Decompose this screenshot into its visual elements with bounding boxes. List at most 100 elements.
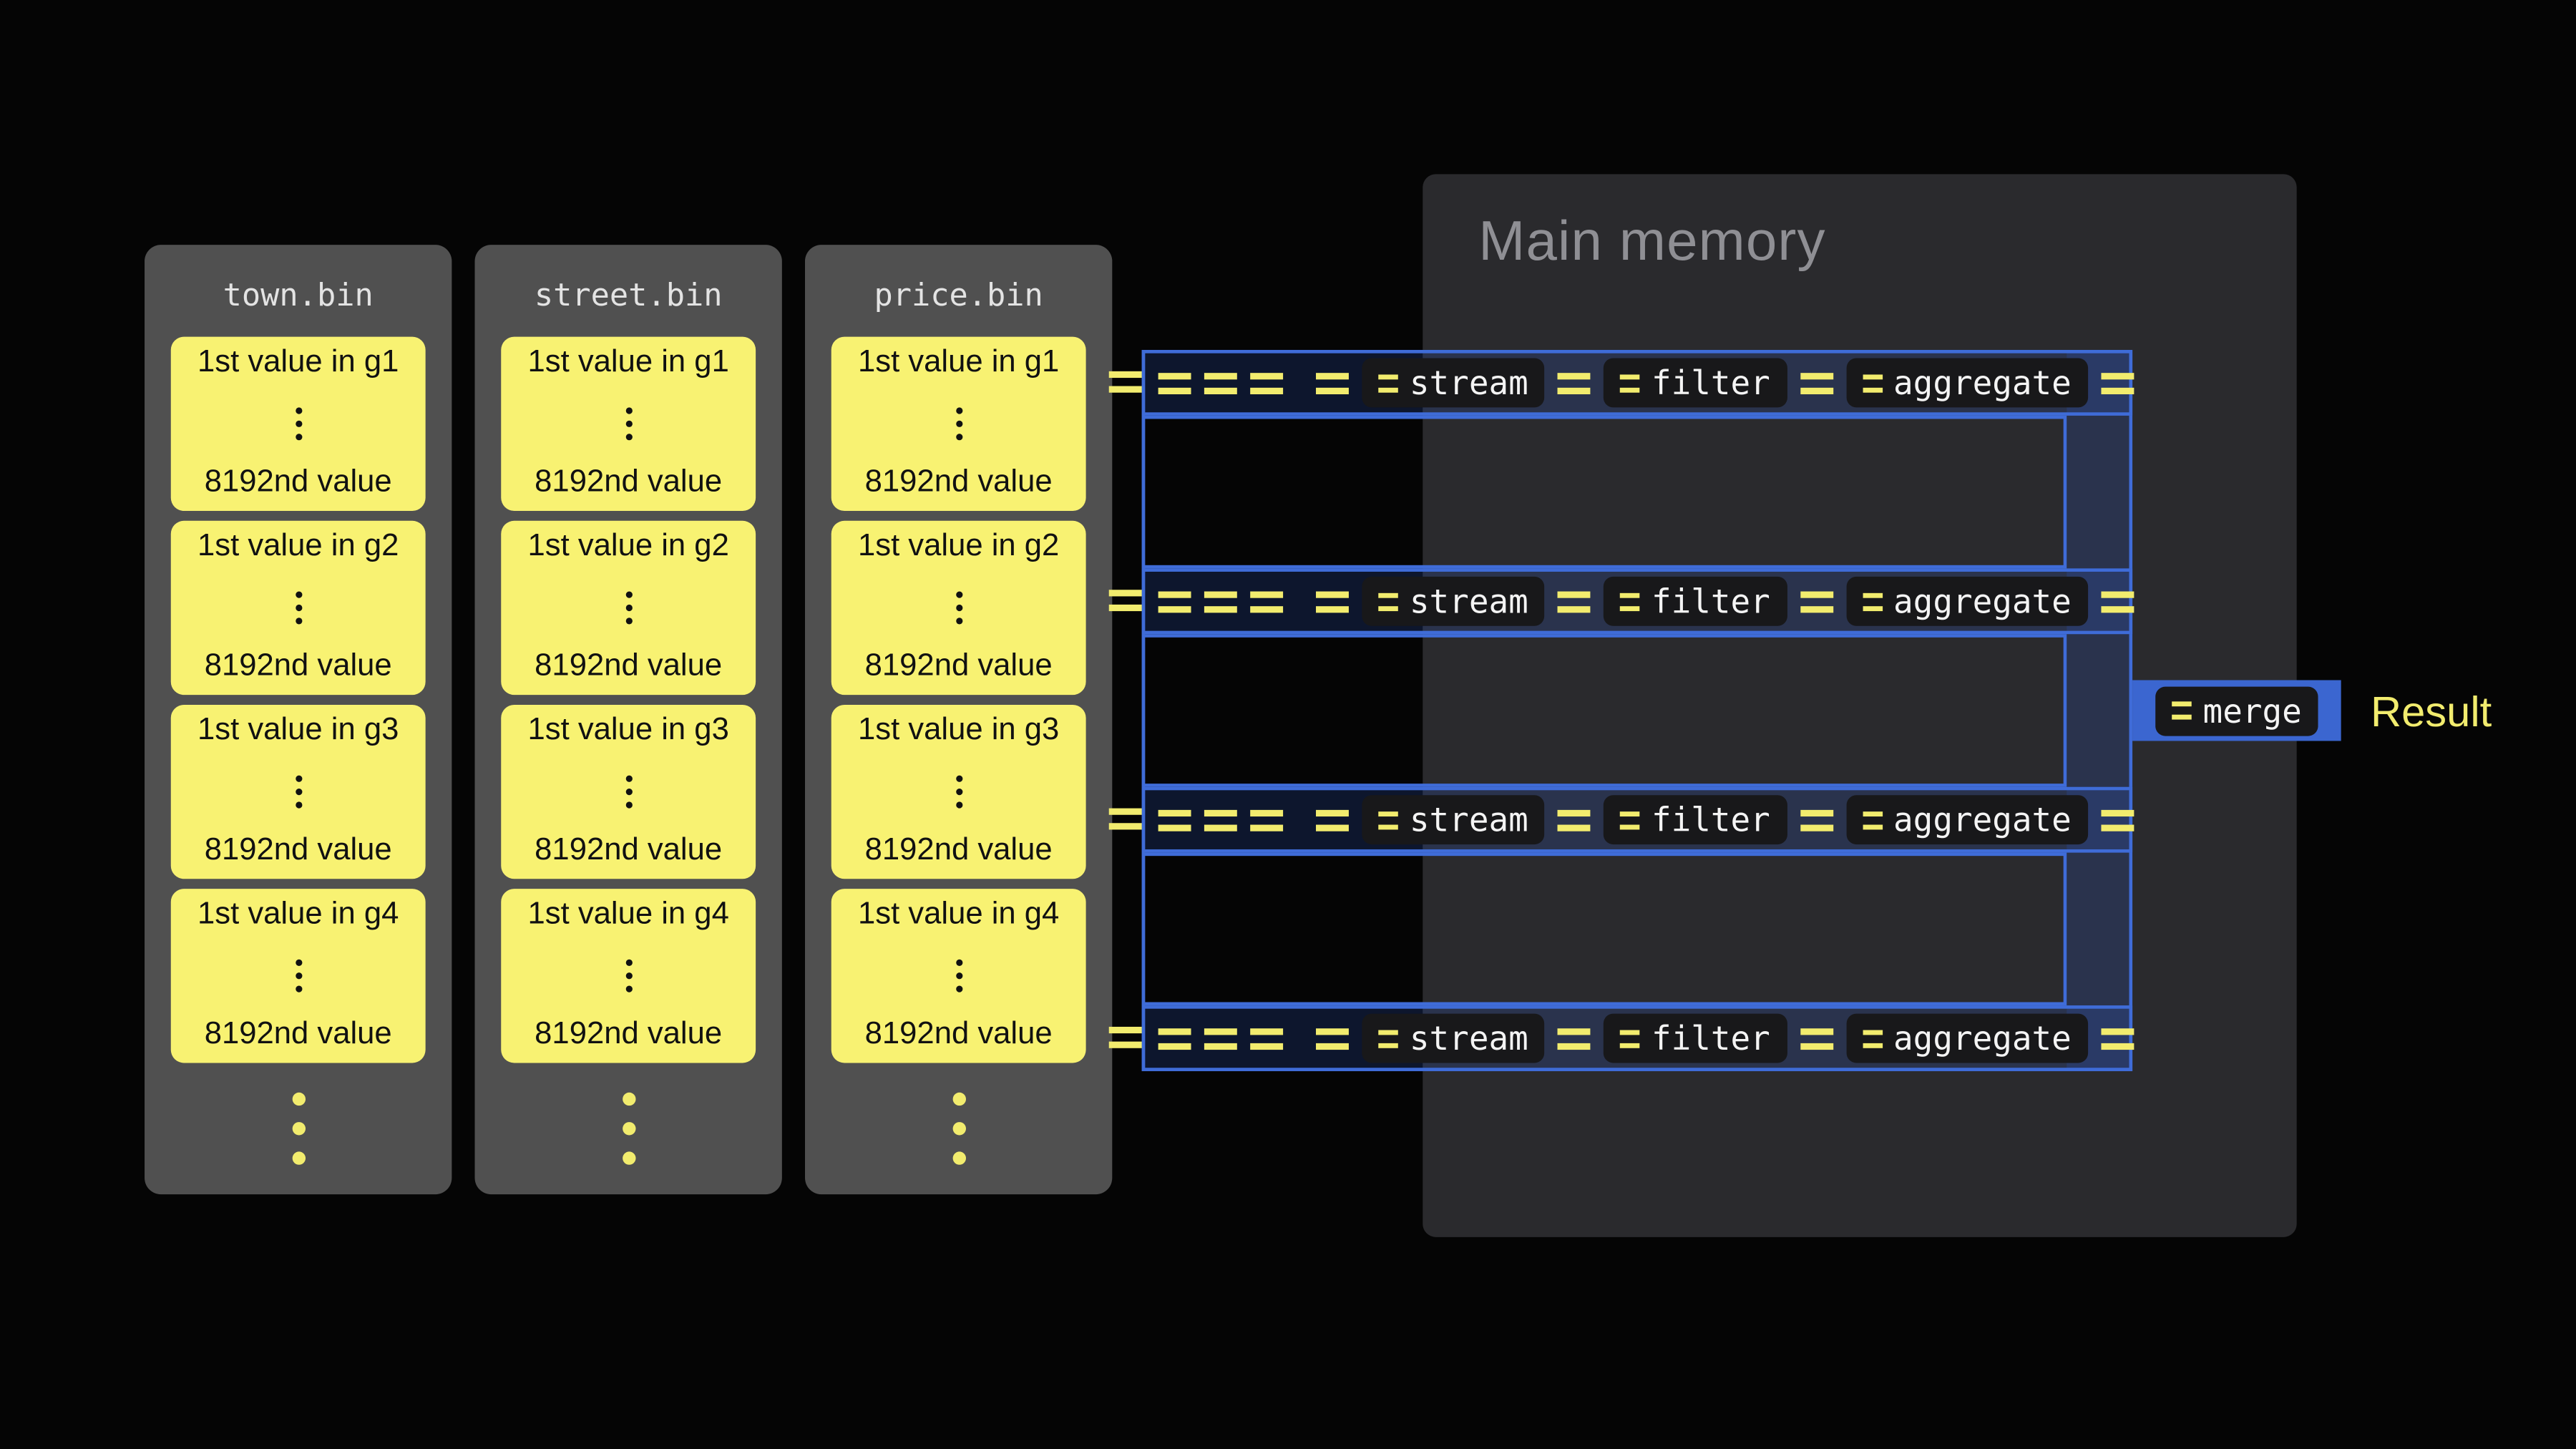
data-chunk-icon [1378,592,1398,610]
group-last-value: 8192nd value [535,833,723,868]
data-chunk-icon [1250,372,1284,394]
stream-stage: stream [1362,1013,1545,1063]
data-chunk-icon [1316,590,1349,613]
filter-stage: filter [1604,358,1787,408]
stage-label: aggregate [1893,800,2072,840]
stream-lane-3: stream filter aggregate [1108,786,2135,853]
group-first-value: 1st value in g1 [527,345,729,380]
data-chunk-icon [2101,590,2135,613]
data-chunk-icon [1250,809,1284,831]
ellipsis-vertical-icon [625,959,632,992]
group-block-g1: 1st value in g1 8192nd value [170,336,426,512]
file-name-label: town.bin [223,278,374,314]
data-chunk-icon [2171,701,2192,720]
data-chunk-icon [1158,372,1191,394]
pipeline-gap-rect-3 [1141,852,2067,1006]
group-first-value: 1st value in g1 [857,345,1060,380]
ellipsis-vertical-icon [955,591,962,625]
aggregate-stage: aggregate [1845,576,2088,626]
data-chunk-icon [1558,809,1591,831]
stage-label: filter [1651,800,1770,840]
ellipsis-vertical-icon [625,591,632,625]
pipeline-gap-rect-1 [1141,415,2067,569]
stage-label: filter [1651,581,1770,621]
data-chunk-icon [1800,372,1833,394]
stage-label: aggregate [1893,581,2072,621]
data-chunk-icon [1862,811,1882,829]
data-chunk-icon [1378,1029,1398,1048]
group-block-g4: 1st value in g4 8192nd value [170,889,426,1063]
stream-lane-4: stream filter aggregate [1108,1005,2135,1071]
group-block-g1: 1st value in g1 8192nd value [831,336,1086,512]
ellipsis-vertical-icon [295,959,302,992]
stage-label: stream [1409,363,1528,403]
group-last-value: 8192nd value [204,1017,392,1052]
data-chunk-icon [1378,374,1398,392]
data-chunk-icon [1108,1026,1142,1048]
pipeline-gap-rect-2 [1141,634,2067,787]
ellipsis-vertical-icon [295,407,302,441]
result-label: Result [2370,686,2492,736]
data-chunk-icon [1316,372,1349,394]
group-block-g3: 1st value in g3 8192nd value [831,704,1086,879]
merge-stage-label-box: merge [2155,686,2318,736]
group-last-value: 8192nd value [204,464,392,500]
stream-stage: stream [1362,795,1545,845]
group-last-value: 8192nd value [864,833,1053,868]
ellipsis-vertical-icon [295,591,302,625]
pipeline-right-channel [2067,350,2133,1071]
data-chunk-icon [1204,809,1237,831]
group-first-value: 1st value in g3 [857,713,1060,748]
stream-lane-2: stream filter aggregate [1108,568,2135,635]
ellipsis-vertical-icon [625,407,632,441]
data-chunk-icon [2101,1028,2135,1049]
group-first-value: 1st value in g4 [857,897,1060,932]
main-memory-title: Main memory [1478,210,1826,273]
aggregate-stage: aggregate [1845,795,2088,845]
stage-label: stream [1409,1018,1528,1058]
stage-label: aggregate [1893,363,2072,403]
more-groups-ellipsis [291,1092,305,1165]
data-chunk-icon [1108,808,1142,830]
filter-stage: filter [1604,1013,1787,1063]
group-last-value: 8192nd value [864,464,1053,500]
file-panel-town: town.bin 1st value in g1 8192nd value 1s… [145,245,452,1195]
group-last-value: 8192nd value [535,649,723,684]
stage-label: filter [1651,1018,1770,1058]
data-chunk-icon [1316,1028,1349,1049]
group-first-value: 1st value in g3 [197,713,399,748]
group-last-value: 8192nd value [535,464,723,500]
data-chunk-icon [1862,374,1882,392]
data-chunk-icon [1620,592,1640,610]
aggregate-stage: aggregate [1845,358,2088,408]
data-chunk-icon [1158,1028,1191,1049]
ellipsis-vertical-icon [955,959,962,992]
stage-label: aggregate [1893,1018,2072,1058]
group-last-value: 8192nd value [864,1017,1053,1052]
data-chunk-icon [1862,592,1882,610]
data-chunk-icon [1620,811,1640,829]
merge-stage: merge [2132,680,2341,741]
data-chunk-icon [2101,809,2135,831]
data-chunk-icon [1108,371,1142,393]
data-chunk-icon [1800,590,1833,613]
file-name-label: price.bin [874,278,1043,314]
group-first-value: 1st value in g2 [527,529,729,564]
ellipsis-vertical-icon [955,775,962,809]
stage-label: filter [1651,363,1770,403]
group-first-value: 1st value in g4 [527,897,729,932]
data-chunk-icon [1204,372,1237,394]
group-block-g3: 1st value in g3 8192nd value [170,704,426,879]
data-chunk-icon [1800,809,1833,831]
group-last-value: 8192nd value [535,1017,723,1052]
group-first-value: 1st value in g2 [197,529,399,564]
group-last-value: 8192nd value [204,833,392,868]
data-chunk-icon [1250,1028,1284,1049]
data-chunk-icon [1316,809,1349,831]
data-chunk-icon [1620,374,1640,392]
data-chunk-icon [1558,1028,1591,1049]
ellipsis-vertical-icon [625,775,632,809]
group-block-g1: 1st value in g1 8192nd value [501,336,756,512]
